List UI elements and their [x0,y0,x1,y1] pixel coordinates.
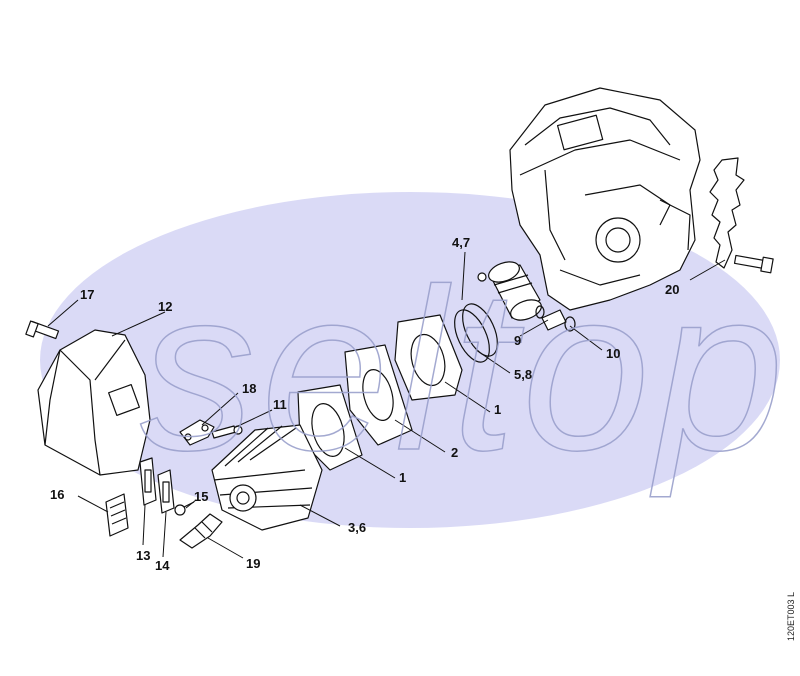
callout-5-8: 5,8 [514,367,533,382]
callout-14: 14 [155,558,170,573]
callout-12: 12 [158,299,173,314]
piston [477,261,542,321]
callout-15: 15 [194,489,209,504]
callout-10: 10 [606,346,621,361]
callout-18: 18 [242,381,257,396]
cylinder [211,424,323,531]
callout-9: 9 [514,333,522,348]
spark-plug [179,513,223,549]
guide-plate [709,157,745,269]
muffler [37,329,151,476]
callout-1-upper: 1 [494,402,502,417]
callout-17: 17 [80,287,95,302]
bolt-20 [733,254,774,274]
callout-1-lower: 1 [399,470,407,485]
gasket-18 [179,419,215,446]
callout-11: 11 [273,397,287,412]
gasket-14 [157,469,175,514]
callout-4-7: 4,7 [452,235,471,250]
watermark: seltop [139,241,790,498]
callout-20: 20 [665,282,680,297]
bolt-17 [25,320,60,340]
piston-pin [535,305,576,332]
callout-3-6: 3,6 [348,520,367,535]
callout-16: 16 [50,487,65,502]
plate-16 [105,493,129,537]
gasket-13 [139,457,157,506]
gasket-upper [394,314,463,401]
reference-code: 120ET003 L [786,591,796,641]
callout-19: 19 [246,556,261,571]
callout-2: 2 [451,445,459,460]
callout-13: 13 [136,548,151,563]
crankcase [509,87,701,311]
piston-rings [454,303,498,363]
leader-lines [47,251,726,559]
